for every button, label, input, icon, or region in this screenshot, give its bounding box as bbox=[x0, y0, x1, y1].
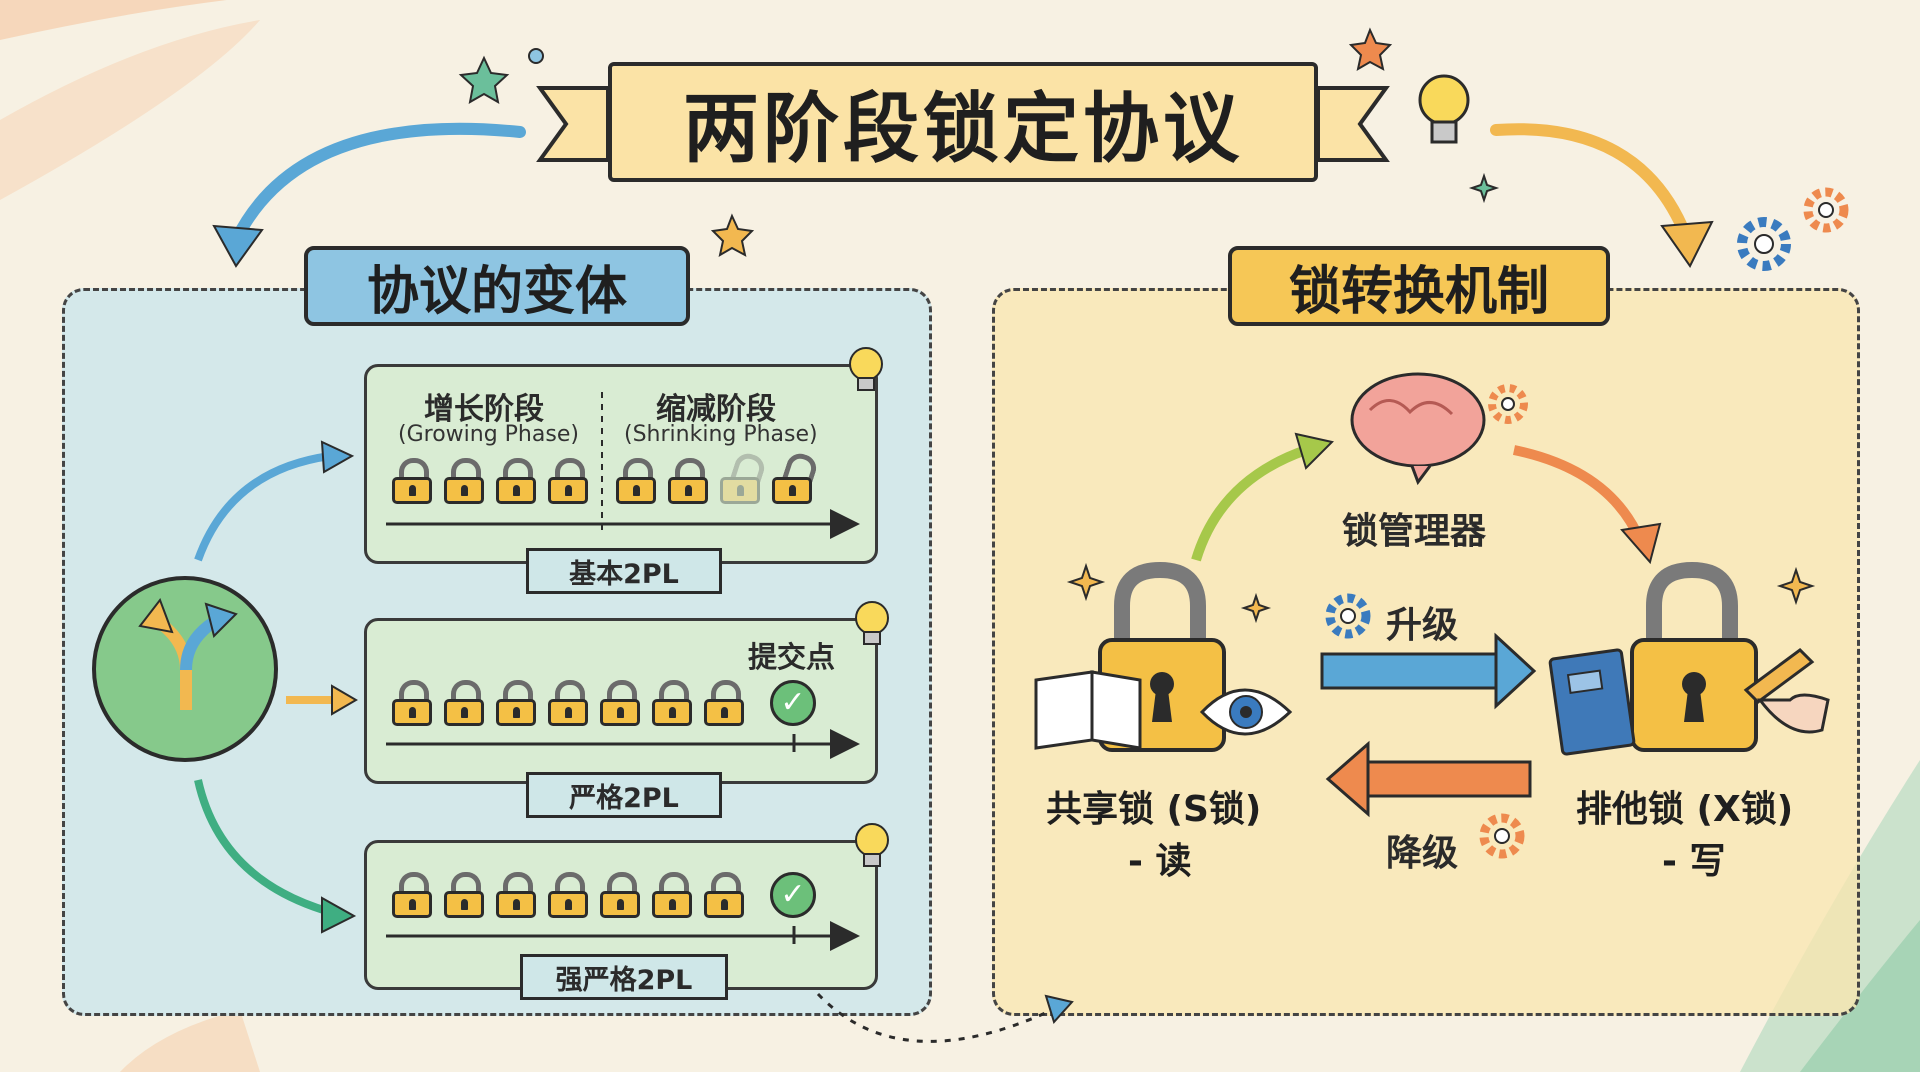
gear-icon bbox=[1803, 187, 1849, 233]
lock-icon bbox=[600, 680, 640, 726]
lock-manager-label: 锁管理器 bbox=[1342, 511, 1487, 552]
shared-lock-label: 共享锁 (S锁) bbox=[1046, 789, 1262, 830]
rigorous-2pl-label: 强严格2PL bbox=[520, 954, 728, 1000]
gear-icon bbox=[1737, 217, 1791, 271]
lock-icon bbox=[548, 458, 588, 504]
growing-phase-label: 增长阶段 bbox=[424, 392, 544, 427]
conversion-heading: 锁转换机制 bbox=[1228, 246, 1610, 326]
title-to-left-arrow bbox=[230, 122, 526, 246]
star-icon bbox=[458, 55, 510, 104]
lock-icon bbox=[496, 872, 536, 918]
shrinking-phase-english: (Shrinking Phase) bbox=[624, 422, 818, 447]
shrinking-phase-label: 缩减阶段 bbox=[656, 392, 776, 427]
exclusive-lock-write-label: - 写 bbox=[1662, 841, 1726, 882]
commit-check-icon: ✓ bbox=[770, 680, 816, 726]
upgrade-label: 升级 bbox=[1386, 605, 1459, 646]
commit-check-icon: ✓ bbox=[770, 872, 816, 918]
lock-icon bbox=[616, 458, 656, 504]
lock-icon bbox=[668, 458, 708, 504]
unlocked-lock-icon bbox=[720, 450, 768, 504]
lock-icon bbox=[444, 680, 484, 726]
lock-icon bbox=[704, 680, 744, 726]
lock-icon bbox=[548, 680, 588, 726]
sparkle-icon bbox=[1468, 172, 1500, 204]
lightbulb-icon bbox=[1418, 74, 1470, 144]
lock-icon bbox=[444, 872, 484, 918]
basic-2pl-label: 基本2PL bbox=[526, 548, 722, 594]
strict-2pl-label: 严格2PL bbox=[526, 772, 722, 818]
lock-icon bbox=[548, 872, 588, 918]
lock-icon bbox=[392, 458, 432, 504]
lock-icon bbox=[600, 872, 640, 918]
lock-icon bbox=[496, 458, 536, 504]
growing-phase-english: (Growing Phase) bbox=[398, 422, 579, 447]
exclusive-lock-label: 排他锁 (X锁) bbox=[1576, 789, 1794, 830]
page-title: 两阶段锁定协议 bbox=[683, 84, 1243, 173]
commit-point-label: 提交点 bbox=[748, 640, 836, 674]
lock-icon bbox=[444, 458, 484, 504]
downgrade-label: 降级 bbox=[1386, 833, 1459, 874]
lock-conversion-panel bbox=[992, 288, 1860, 1016]
title-banner: 两阶段锁定协议 bbox=[608, 62, 1318, 182]
star-icon bbox=[710, 213, 755, 258]
branch-icon bbox=[92, 576, 278, 762]
title-to-right-arrow bbox=[1490, 123, 1692, 242]
shared-lock-read-label: - 读 bbox=[1128, 841, 1192, 882]
lock-icon bbox=[496, 680, 536, 726]
lock-icon bbox=[652, 872, 692, 918]
dot-icon bbox=[528, 48, 544, 64]
lock-icon bbox=[652, 680, 692, 726]
star-icon bbox=[1348, 27, 1393, 72]
unlocked-lock-icon bbox=[772, 450, 820, 504]
variants-heading: 协议的变体 bbox=[304, 246, 690, 326]
lock-icon bbox=[392, 872, 432, 918]
lock-icon bbox=[392, 680, 432, 726]
lock-icon bbox=[704, 872, 744, 918]
